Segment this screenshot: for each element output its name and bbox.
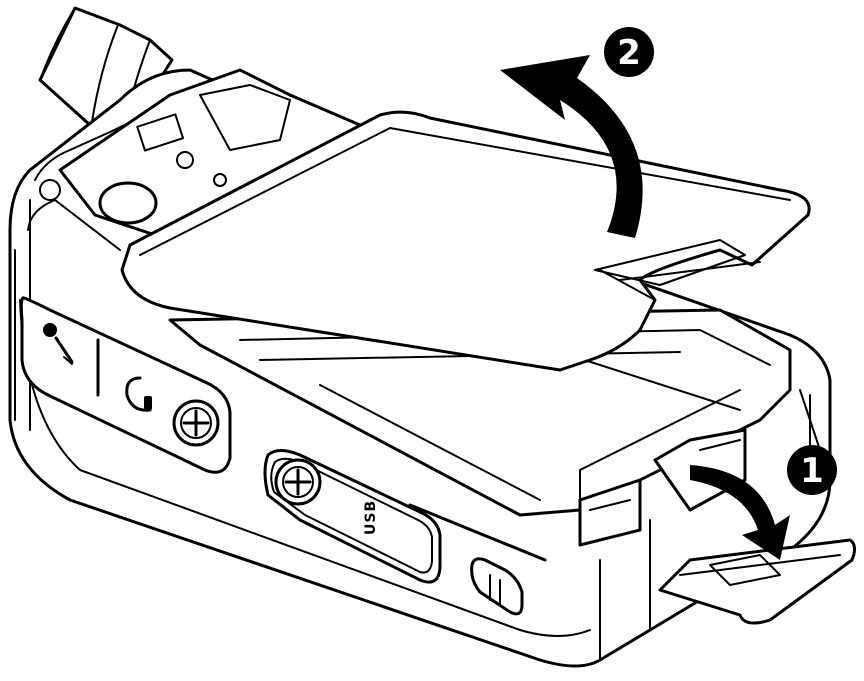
screw-icon[interactable] [172, 399, 220, 447]
arrow-icon [690, 465, 790, 560]
arrow-icon [500, 55, 643, 238]
microphone-icon [43, 323, 74, 365]
side-groove [408, 503, 547, 562]
screw-icon[interactable] [274, 458, 322, 506]
step-marker-1: 1 [787, 445, 837, 495]
headset-icon [125, 376, 152, 412]
step-number: 1 [800, 451, 824, 491]
lanyard-slot [470, 557, 524, 616]
step-number: 2 [617, 33, 641, 73]
usb-label: USB [363, 500, 379, 535]
top-plate [39, 68, 397, 242]
step-marker-2: 2 [604, 27, 654, 77]
